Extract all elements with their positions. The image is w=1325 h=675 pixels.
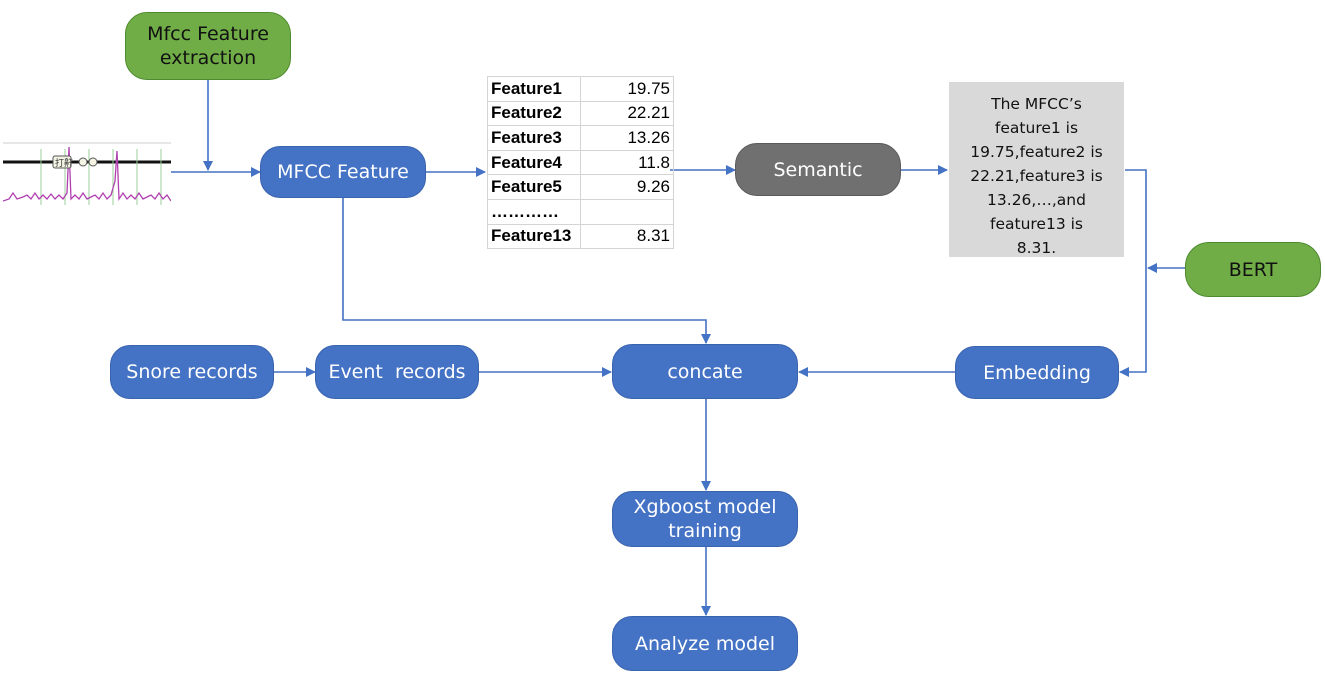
feature-name: Feature5 bbox=[487, 174, 581, 200]
feature-name: ………… bbox=[487, 198, 581, 225]
semantic-text-line: 22.21,feature3 is bbox=[970, 167, 1103, 185]
semantic-text-line: 13.26,…,and bbox=[987, 191, 1086, 209]
event-records-node: Event records bbox=[315, 345, 479, 399]
xgboost-training-node: Xgboost model training bbox=[612, 491, 798, 547]
mfcc-extraction-node: Mfcc Feature extraction bbox=[125, 12, 291, 80]
mfcc-extraction-line2: extraction bbox=[159, 47, 257, 69]
feature-name: Feature13 bbox=[487, 223, 581, 250]
semantic-text-box: The MFCC’s feature1 is 19.75,feature2 is… bbox=[949, 82, 1124, 257]
xgboost-line2: training bbox=[668, 520, 742, 542]
mfcc-extraction-line1: Mfcc Feature bbox=[147, 23, 269, 45]
feature-row: ………… bbox=[487, 198, 674, 225]
semantic-text-line: 8.31. bbox=[1016, 239, 1057, 257]
semantic-text-line: 19.75,feature2 is bbox=[970, 143, 1103, 161]
bert-node: BERT bbox=[1185, 242, 1321, 297]
semantic-text-line: feature13 is bbox=[990, 215, 1083, 233]
arrow-mfcc-to-concate bbox=[342, 198, 711, 344]
analyze-model-node: Analyze model bbox=[612, 616, 798, 671]
embedding-label: Embedding bbox=[983, 361, 1091, 384]
feature-value: 22.21 bbox=[580, 100, 674, 127]
mfcc-feature-label: MFCC Feature bbox=[277, 161, 409, 183]
mfcc-feature-node: MFCC Feature bbox=[260, 146, 426, 198]
feature-value: 8.31 bbox=[580, 223, 674, 250]
feature-name: Feature2 bbox=[487, 100, 581, 127]
embedding-node: Embedding bbox=[955, 346, 1119, 399]
semantic-label: Semantic bbox=[773, 158, 863, 181]
semantic-node: Semantic bbox=[735, 143, 901, 196]
feature-value: 11.8 bbox=[580, 149, 674, 176]
semantic-text-line: The MFCC’s bbox=[991, 95, 1082, 113]
waveform-image: 打鼾 bbox=[3, 135, 171, 211]
feature-name: Feature1 bbox=[487, 76, 581, 102]
feature-value: 19.75 bbox=[580, 76, 674, 102]
feature-value bbox=[580, 198, 674, 225]
xgboost-line1: Xgboost model bbox=[633, 496, 777, 518]
feature-name: Feature3 bbox=[487, 125, 581, 151]
feature-value: 13.26 bbox=[580, 125, 674, 151]
semantic-text-line: feature1 is bbox=[994, 119, 1079, 137]
concate-node: concate bbox=[612, 344, 798, 399]
arrow-textbox-to-embedding bbox=[1119, 169, 1147, 377]
waveform-label: 打鼾 bbox=[55, 157, 73, 169]
snore-records-label: Snore records bbox=[126, 361, 258, 383]
feature-name: Feature4 bbox=[487, 149, 581, 176]
analyze-model-label: Analyze model bbox=[634, 632, 776, 655]
snore-records-node: Snore records bbox=[110, 345, 274, 399]
concate-label: concate bbox=[667, 360, 743, 383]
event-records-label: Event records bbox=[328, 361, 466, 383]
bert-label: BERT bbox=[1228, 258, 1278, 281]
feature-value: 9.26 bbox=[580, 174, 674, 200]
